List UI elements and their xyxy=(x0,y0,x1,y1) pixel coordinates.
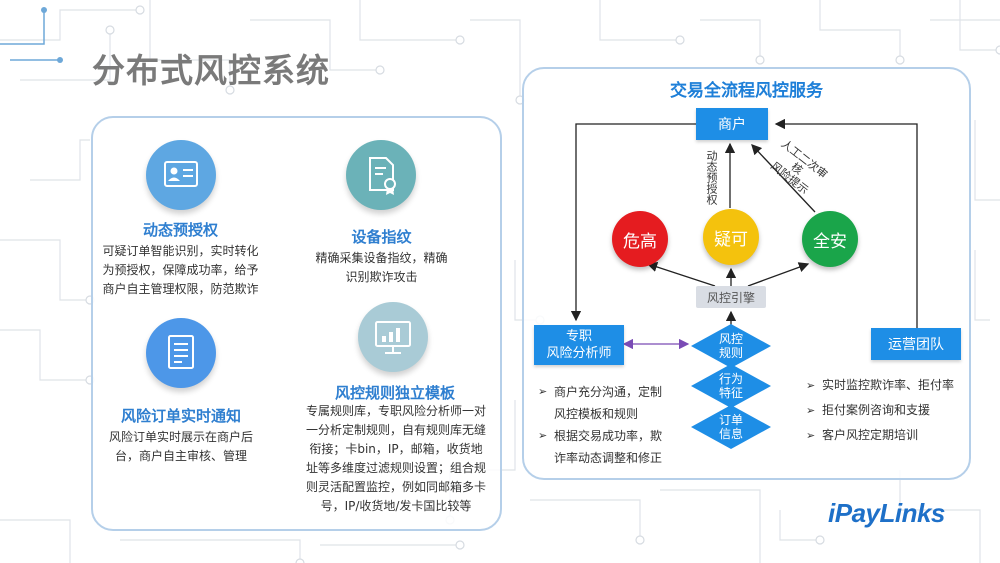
risk-doubt-ball: 疑可 xyxy=(703,209,759,265)
ops-team-box: 运营团队 xyxy=(871,328,961,360)
feature-title-device-fingerprint: 设备指纹 xyxy=(351,228,412,246)
analyst-box: 专职 风险分析师 xyxy=(534,325,624,365)
flow-behavior-diamond: 行为 特征 xyxy=(691,364,771,408)
risk-engine-box: 风控引擎 xyxy=(696,286,766,308)
feature-desc-pre-auth: 可疑订单智能识别，实时转化 为预授权，保障成功率，给予 商户自主管理权限，防范欺… xyxy=(93,242,268,299)
bullet-item: 实时监控欺诈率、拒付率 xyxy=(806,373,976,398)
bullet-text: 风控模板和规则 xyxy=(554,407,639,421)
desc-line: 衔接；卡bin，IP，邮箱，收货地 xyxy=(309,442,483,456)
service-title: 交易全流程风控服务 xyxy=(670,81,823,101)
feature-circle-risk-notify xyxy=(146,318,216,388)
ipaylinks-logo: iPayLinks xyxy=(828,498,945,528)
risk-high-ball: 危高 xyxy=(612,211,668,267)
risk-safe-ball: 全安 xyxy=(802,211,858,267)
ops-bullets: 实时监控欺诈率、拒付率 拒付案例咨询和支援 客户风控定期培训 xyxy=(806,373,976,448)
desc-line: 识别欺诈攻击 xyxy=(345,270,418,284)
feature-circle-pre-auth xyxy=(146,140,216,210)
desc-line: 则灵活配置监控，例如同邮箱多卡 xyxy=(305,480,486,494)
diamond-line: 风控 xyxy=(718,332,743,346)
diamond-line: 行为 xyxy=(718,372,743,386)
slide-title: 分布式风控系统 xyxy=(92,51,330,90)
desc-line: 专属规则库，专职风险分析师一对 xyxy=(305,404,486,418)
bullet-text: 商户充分沟通，定制 xyxy=(554,385,663,399)
desc-line: 台，商户自主审核、管理 xyxy=(114,449,247,463)
feature-circle-device-fingerprint xyxy=(346,140,416,210)
diamond-line: 规则 xyxy=(718,346,743,360)
feature-title-rule-template: 风控规则独立模板 xyxy=(334,384,455,402)
desc-line: 风险订单实时展示在商户后 xyxy=(108,430,253,444)
bullet-text: 根据交易成功率，欺 xyxy=(554,429,663,443)
feature-desc-risk-notify: 风险订单实时展示在商户后 台，商户自主审核、管理 xyxy=(95,428,267,466)
id-card-icon xyxy=(164,161,198,187)
flow-rules-diamond: 风控 规则 xyxy=(691,324,771,368)
feature-circle-rule-template xyxy=(358,302,428,372)
desc-line: 为预授权，保障成功率，给予 xyxy=(102,263,259,277)
feature-title-pre-auth: 动态预授权 xyxy=(142,221,218,239)
merchant-box: 商户 xyxy=(696,108,768,140)
pre-auth-label: 动态预授权 xyxy=(705,150,718,205)
certificate-icon xyxy=(369,157,396,195)
desc-line: 址等多维度过滤规则设置；组合规 xyxy=(305,461,486,475)
bullet-item: 拒付案例咨询和支援 xyxy=(806,398,976,423)
desc-line: 号，IP/收货地/发卡国比较等 xyxy=(320,499,472,513)
desc-line: 可疑订单智能识别，实时转化 xyxy=(102,244,259,258)
diamond-line: 订单 xyxy=(718,413,743,427)
diamond-line: 特征 xyxy=(718,386,743,400)
desc-line: 商户自主管理权限，防范欺诈 xyxy=(102,282,259,296)
diamond-line: 信息 xyxy=(718,427,743,441)
feature-title-risk-notify: 风险订单实时通知 xyxy=(120,407,241,425)
analyst-line: 专职 xyxy=(565,329,592,344)
feature-desc-rule-template: 专属规则库，专职风险分析师一对 一分析定制规则，自有规则库无缝 衔接；卡bin，… xyxy=(298,402,494,516)
bullet-item: 客户风控定期培训 xyxy=(806,423,976,448)
desc-line: 一分析定制规则，自有规则库无缝 xyxy=(305,423,486,437)
document-icon xyxy=(168,335,194,369)
flow-order-info-diamond: 订单 信息 xyxy=(691,405,771,449)
feature-desc-device-fingerprint: 精确采集设备指纹，精确 识别欺诈攻击 xyxy=(304,249,459,287)
monitor-chart-icon xyxy=(375,321,411,354)
analyst-line: 风险分析师 xyxy=(546,346,612,361)
bullet-text: 诈率动态调整和修正 xyxy=(554,451,663,465)
desc-line: 精确采集设备指纹，精确 xyxy=(315,251,448,265)
